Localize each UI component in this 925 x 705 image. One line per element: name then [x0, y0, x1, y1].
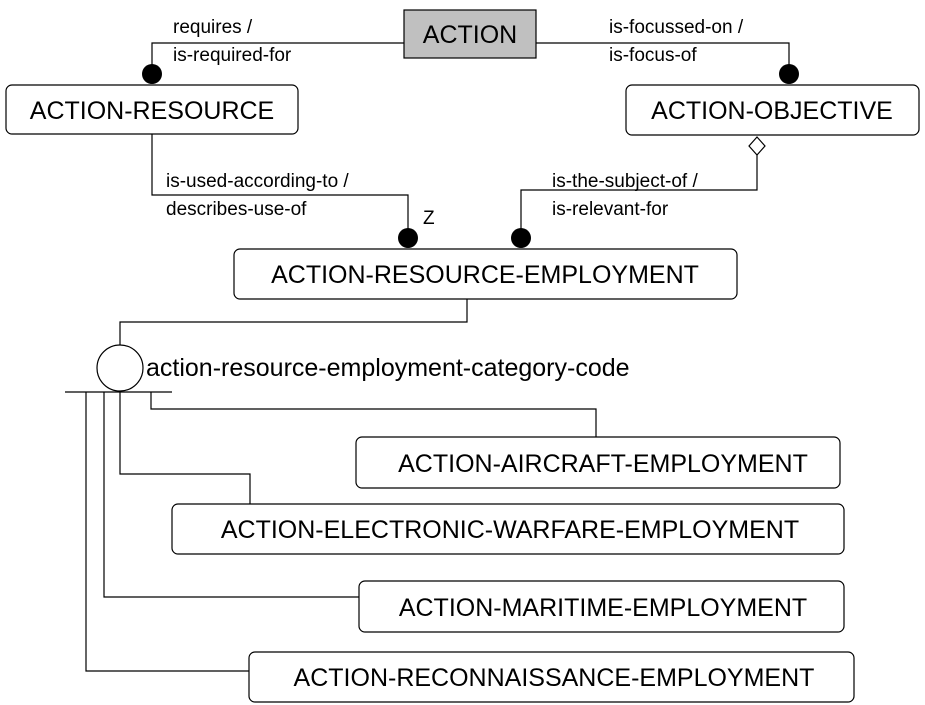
entity-action-box [403, 9, 537, 59]
entity-action-aircraft-employment-box [355, 436, 841, 489]
relationship-markers [96, 64, 799, 392]
label-describes-use-of: describes-use-of [166, 199, 307, 220]
label-is-focus-of: is-focus-of [609, 45, 697, 66]
line-to-aircraft [150, 392, 597, 437]
entity-action-resource-employment-box [233, 248, 738, 300]
entity-action-aircraft-employment: ACTION-AIRCRAFT-EMPLOYMENT [355, 436, 841, 489]
entity-action-maritime-employment-box [358, 580, 845, 633]
dot-employment-objective [511, 228, 531, 248]
relationship-labels: requires / is-required-for is-focussed-o… [166, 17, 744, 229]
connector-lines [65, 42, 790, 672]
category-circle [96, 344, 144, 392]
entities: ACTION ACTION-RESOURCE ACTION-OBJECTIVE … [5, 9, 920, 703]
category-discriminator-label: action-resource-employment-category-code [146, 354, 630, 382]
label-cardinality-z: Z [423, 208, 435, 229]
entity-action-reconnaissance-employment-label: ACTION-RECONNAISSANCE-EMPLOYMENT [294, 664, 815, 692]
line-to-electronic-warfare [119, 392, 251, 504]
label-is-focussed-on: is-focussed-on / [609, 17, 744, 38]
line-resource-to-employment [151, 134, 409, 232]
line-to-maritime [103, 392, 359, 598]
dot-action-resource [142, 64, 162, 84]
entity-action-objective-label: ACTION-OBJECTIVE [651, 97, 893, 125]
entity-action-maritime-employment: ACTION-MARITIME-EMPLOYMENT [358, 580, 845, 633]
label-is-relevant-for: is-relevant-for [552, 199, 669, 220]
entity-action-resource-box [5, 84, 299, 135]
entity-action: ACTION [403, 9, 537, 59]
line-to-reconnaissance [85, 392, 249, 672]
line-action-to-resource [151, 42, 404, 68]
entity-action-resource-label: ACTION-RESOURCE [30, 97, 274, 125]
entity-action-aircraft-employment-label: ACTION-AIRCRAFT-EMPLOYMENT [398, 450, 808, 478]
label-is-the-subject-of: is-the-subject-of / [552, 171, 698, 192]
label-is-required-for: is-required-for [173, 45, 292, 66]
entity-action-objective: ACTION-OBJECTIVE [625, 84, 920, 136]
dot-employment-resource [398, 228, 418, 248]
line-objective-to-employment [520, 153, 758, 232]
diamond-optional-objective [748, 136, 766, 156]
entity-action-objective-box [625, 84, 920, 136]
label-requires: requires / [173, 17, 253, 38]
entity-action-reconnaissance-employment: ACTION-RECONNAISSANCE-EMPLOYMENT [248, 651, 855, 703]
label-is-used-according-to: is-used-according-to / [166, 171, 349, 192]
entity-action-resource-employment: ACTION-RESOURCE-EMPLOYMENT [233, 248, 738, 300]
entity-action-maritime-employment-label: ACTION-MARITIME-EMPLOYMENT [399, 594, 807, 622]
entity-action-electronic-warfare-employment-box [171, 503, 845, 555]
entity-action-electronic-warfare-employment: ACTION-ELECTRONIC-WARFARE-EMPLOYMENT [171, 503, 845, 555]
entity-action-electronic-warfare-employment-label: ACTION-ELECTRONIC-WARFARE-EMPLOYMENT [221, 516, 799, 544]
entity-action-label: ACTION [423, 21, 517, 49]
dot-action-objective [779, 64, 799, 84]
entity-action-reconnaissance-employment-box [248, 651, 855, 703]
line-employment-to-category [119, 299, 468, 345]
entity-action-resource-employment-label: ACTION-RESOURCE-EMPLOYMENT [271, 261, 699, 289]
line-action-to-objective [536, 42, 790, 68]
entity-action-resource: ACTION-RESOURCE [5, 84, 299, 135]
